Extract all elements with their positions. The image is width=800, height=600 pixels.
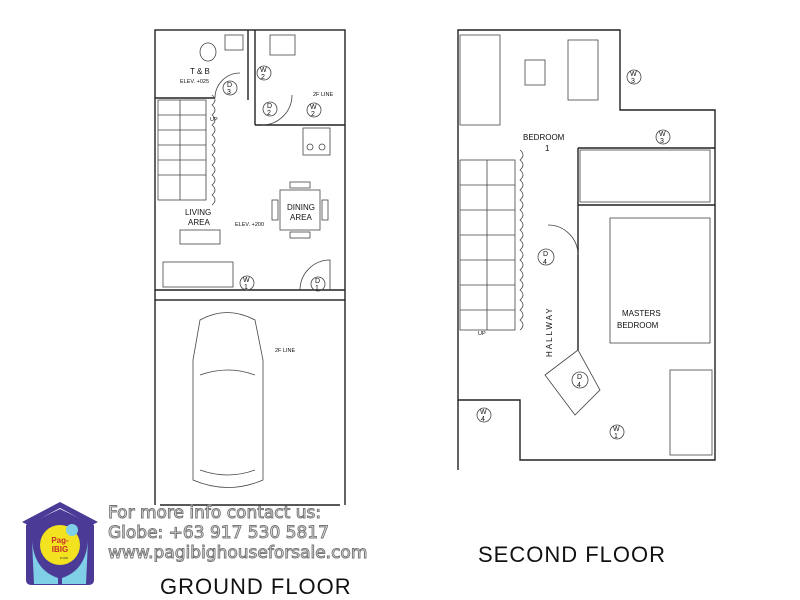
desk [567,39,599,101]
room-label-dining-2: AREA [290,213,312,222]
svg-text:W: W [480,409,487,416]
room-label-masters-2: BEDROOM [617,321,659,330]
promo-website[interactable]: www.pagibighouseforsale.com [107,543,368,564]
svg-text:D: D [577,374,582,381]
dining-chair [289,181,311,189]
room-label-living: LIVING [185,208,211,217]
stove [302,127,331,156]
2f-line-label-garage: 2F LINE [275,348,296,354]
toilet [199,42,217,62]
svg-text:4: 4 [543,259,547,266]
tag-d2: D2 [262,101,278,117]
svg-text:1: 1 [315,285,319,292]
room-label-tb: T & B [190,67,210,76]
stairs-up-label: UP [210,117,218,123]
room-label-dining: DINING [287,203,315,212]
stair-treads [158,100,206,200]
tag-w2: W2 [256,65,272,81]
tag-w1: W1 [239,275,255,291]
tag-w4: W4 [476,407,492,423]
master-door-angled [544,349,601,416]
svg-text:D: D [315,278,320,285]
room-label-bedroom1: BEDROOM [523,133,565,142]
bed-master [609,217,711,344]
svg-text:W: W [260,67,267,74]
tag-w2-kitchen: W2 [306,102,322,118]
ground-floor-outer-wall [154,29,346,301]
car [192,312,264,488]
door-swing-d4 [547,224,579,256]
dining-chair [289,231,311,239]
svg-text:3: 3 [631,78,635,85]
tag-w1-master: W1 [609,424,625,440]
svg-text:W: W [659,131,666,138]
kitchen-sink [269,34,296,56]
second-floor-outer-wall [457,29,716,461]
svg-text:2: 2 [267,110,271,117]
second-floor-title: SECOND FLOOR [478,542,666,567]
room-label-hallway: HALLWAY [545,306,554,357]
svg-text:4: 4 [577,382,581,389]
bed-bedroom1 [579,149,711,203]
dining-chair [321,199,329,221]
svg-text:W: W [613,426,620,433]
svg-text:IBIG: IBIG [52,545,68,554]
tb-door-swing [214,72,241,99]
chair [524,59,546,86]
car-windshields [199,369,256,476]
stairs-up-label-2f: UP [478,331,486,337]
svg-text:W: W [243,277,250,284]
main-door-swing [299,259,331,291]
tb-elevation: ELEV. +025 [180,79,209,85]
living-elevation: ELEV. +200 [235,222,264,228]
svg-text:W: W [630,71,637,78]
svg-text:2: 2 [311,111,315,118]
svg-text:1: 1 [614,433,618,440]
stairs [157,99,207,201]
svg-text:Pag-: Pag- [51,536,69,545]
burner [318,143,326,151]
tag-d1: D1 [310,276,326,292]
ground-floor-title: GROUND FLOOR [160,574,352,599]
cloud-revision [211,94,216,206]
coffee-table [179,229,221,245]
tag-d4: D4 [537,248,555,266]
tag-w3-bedroom: W3 [655,129,671,145]
2f-line-label: 2F LINE [313,92,334,98]
svg-text:FUND: FUND [60,556,69,560]
svg-text:1: 1 [244,284,248,291]
closet-bedroom1 [459,34,501,126]
promo-contact-heading: For more info contact us: [107,503,322,524]
stairs-2f [459,159,516,331]
svg-text:D: D [267,103,272,110]
svg-text:3: 3 [660,138,664,145]
tag-w3: W3 [626,69,642,85]
room-label-masters: MASTERS [622,309,661,318]
lavatory [224,34,244,51]
svg-text:3: 3 [227,89,231,96]
kitchen-door-swing [261,94,293,126]
svg-text:D: D [227,82,232,89]
ground-floor-plan: T & B ELEV. +025 LIVING AREA ELEV. +200 … [154,29,352,599]
burner [306,143,314,151]
svg-text:2: 2 [261,74,265,81]
cloud-revision-2f [519,149,524,331]
sofa [162,261,234,288]
dining-chair [271,199,279,221]
stair-treads-2f [460,160,515,330]
promo-phone: Globe: +63 917 530 5817 [108,523,330,544]
second-floor-plan: BEDROOM 1 MASTERS BEDROOM HALLWAY UP W3 … [457,29,716,567]
svg-text:4: 4 [481,416,485,423]
svg-text:W: W [310,104,317,111]
svg-text:D: D [543,251,548,258]
tag-d3: D3 [222,80,238,96]
dining-table [279,189,321,231]
tag-d4-master: D4 [571,371,589,389]
room-label-bedroom1-number: 1 [545,144,550,153]
pag-ibig-logo: Pag- IBIG FUND [22,502,98,585]
closet-master [669,369,713,456]
room-label-living-2: AREA [188,218,210,227]
